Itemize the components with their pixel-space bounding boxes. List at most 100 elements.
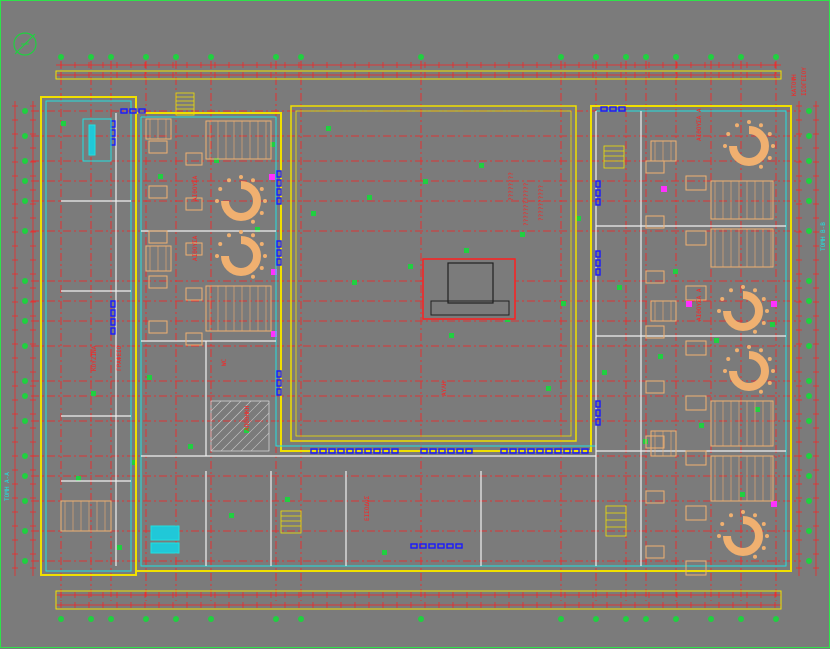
axis-marker — [806, 278, 812, 284]
axis-marker — [58, 54, 64, 60]
staircase-icon — [175, 92, 627, 537]
tag-marker — [661, 186, 667, 192]
window — [518, 448, 526, 454]
window — [545, 448, 553, 454]
window — [110, 318, 116, 326]
axis-marker — [623, 54, 629, 60]
window — [328, 448, 336, 454]
table-group — [650, 300, 677, 322]
axis-marker — [273, 616, 279, 622]
tag-marker — [673, 269, 678, 274]
window — [563, 448, 571, 454]
axis-marker — [273, 54, 279, 60]
tag-marker — [285, 497, 290, 502]
axis-marker — [88, 616, 94, 622]
tag-marker — [188, 444, 193, 449]
window — [595, 268, 601, 276]
chair — [717, 534, 721, 538]
north-arrow-icon — [13, 32, 37, 56]
window — [410, 543, 418, 549]
table — [205, 285, 272, 332]
chair — [759, 123, 763, 128]
window — [595, 189, 601, 197]
axis-marker — [418, 616, 424, 622]
axis-marker — [58, 616, 64, 622]
chair — [753, 513, 757, 518]
tag-marker — [576, 216, 581, 221]
window — [456, 448, 464, 454]
axis-marker — [22, 298, 28, 304]
window — [465, 448, 473, 454]
desk — [685, 505, 707, 521]
window — [536, 448, 544, 454]
desk — [185, 152, 203, 166]
tag-marker — [449, 333, 454, 338]
outer-walls — [40, 70, 792, 610]
chair — [263, 199, 267, 203]
chair — [741, 510, 745, 514]
room-label: ΑΙΘΟΥΣΑ Α — [696, 108, 703, 141]
section-left: ΤΟΜΗ Α-Α — [4, 472, 11, 501]
window — [527, 448, 535, 454]
desk — [148, 185, 168, 199]
window — [600, 106, 608, 112]
axis-markers — [22, 54, 812, 622]
axis-marker — [22, 198, 28, 204]
axis-marker — [22, 228, 28, 234]
axis-marker — [623, 616, 629, 622]
axis-marker — [558, 54, 564, 60]
seating-cluster — [723, 345, 775, 394]
axis-marker — [22, 278, 28, 284]
axis-marker — [22, 178, 28, 184]
tag-marker — [147, 375, 152, 380]
desk — [645, 545, 665, 559]
tag-marker — [269, 174, 275, 180]
window — [138, 108, 146, 114]
axis-marker — [208, 616, 214, 622]
chair — [753, 329, 757, 334]
window — [276, 379, 282, 387]
tag-marker — [408, 264, 413, 269]
axis-marker — [22, 558, 28, 564]
chair — [251, 233, 255, 238]
table-group — [710, 228, 774, 268]
chair — [747, 120, 751, 124]
window — [447, 448, 455, 454]
table-group — [145, 245, 172, 272]
chair — [735, 123, 739, 128]
chair — [717, 309, 721, 313]
chair — [720, 297, 725, 301]
tag-marker — [740, 492, 745, 497]
axis-marker — [418, 54, 424, 60]
table-group — [650, 430, 677, 457]
window — [554, 448, 562, 454]
axis-marker — [806, 158, 812, 164]
chair — [759, 164, 763, 169]
chair — [720, 522, 725, 526]
desk — [685, 175, 707, 191]
axis-marker — [22, 343, 28, 349]
seating-cluster — [717, 285, 769, 334]
seating-arc — [723, 291, 763, 331]
tag-marker — [520, 232, 525, 237]
table — [710, 228, 774, 268]
room-label: ΑΙΘΟΥΣΑ — [192, 175, 199, 201]
desk — [685, 340, 707, 356]
window — [373, 448, 381, 454]
window — [595, 250, 601, 258]
court-note-1: ???????? — [508, 172, 515, 201]
tag-marker — [617, 285, 622, 290]
chair — [729, 513, 733, 518]
windows — [110, 106, 626, 549]
window — [110, 120, 116, 128]
desk — [148, 230, 168, 244]
section-right: ΤΟΜΗ Β-Β — [820, 222, 827, 251]
window — [595, 400, 601, 408]
axis-marker — [773, 616, 779, 622]
axis-marker — [173, 54, 179, 60]
axis-marker — [22, 473, 28, 479]
tag-marker — [546, 386, 551, 391]
table-group — [710, 400, 774, 447]
